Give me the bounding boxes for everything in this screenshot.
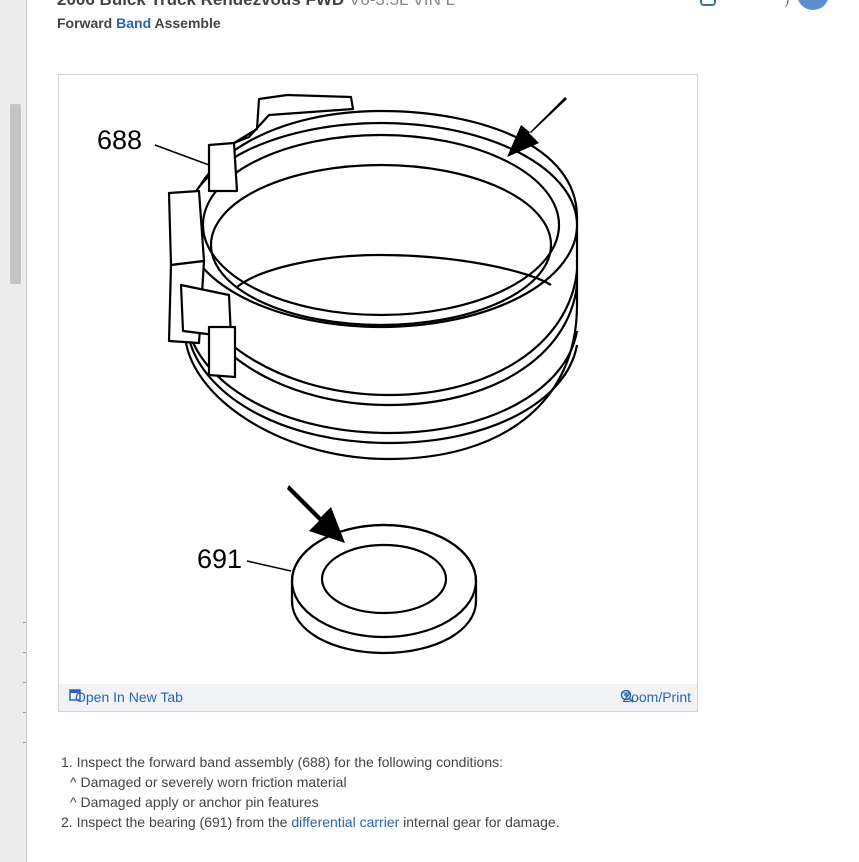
breadcrumb-text: Forward bbox=[57, 15, 117, 31]
step-1-condition-b: ^ Damaged apply or anchor pin features bbox=[70, 794, 319, 810]
callout-688: 688 bbox=[97, 125, 142, 155]
step-2: 2. Inspect the bearing (691) from the di… bbox=[61, 812, 560, 832]
divider bbox=[23, 712, 26, 713]
divider bbox=[23, 742, 26, 743]
vehicle-title: 2006 Buick Truck Rendezvous FWD bbox=[57, 0, 344, 9]
left-scroll-strip bbox=[0, 0, 27, 862]
breadcrumb-text-end: Assemble bbox=[151, 15, 221, 31]
band-bearing-diagram: 688 691 bbox=[97, 93, 579, 655]
open-in-new-tab-button[interactable]: Open In New Tab bbox=[69, 689, 183, 705]
open-in-new-tab-label: Open In New Tab bbox=[75, 689, 183, 705]
avatar[interactable] bbox=[797, 0, 829, 10]
breadcrumb-link-band[interactable]: Band bbox=[116, 15, 152, 31]
page-title: 2006 Buick Truck Rendezvous FWD V6-3.5L … bbox=[57, 0, 455, 10]
breadcrumb: Forward Band Assemble bbox=[57, 15, 221, 31]
bookmark-icon[interactable] bbox=[700, 0, 716, 6]
step-2-text: 2. Inspect the bearing (691) from the bbox=[61, 814, 292, 830]
callout-691: 691 bbox=[197, 544, 242, 574]
zoom-print-label: Zoom/Print bbox=[622, 689, 691, 705]
step-2-text-end: internal gear for damage. bbox=[399, 814, 560, 830]
diagram-figure: 688 691 Open In New Tab Zoom/Print bbox=[58, 74, 698, 712]
divider bbox=[23, 622, 26, 623]
divider bbox=[23, 682, 26, 683]
menu-icon[interactable]: ) bbox=[785, 0, 789, 7]
vehicle-engine: V6-3.5L VIN L bbox=[349, 0, 455, 9]
divider bbox=[23, 652, 26, 653]
differential-carrier-link[interactable]: differential carrier bbox=[291, 814, 400, 830]
step-1: 1. Inspect the forward band assembly (68… bbox=[61, 754, 504, 770]
zoom-print-button[interactable]: Zoom/Print bbox=[620, 689, 691, 705]
scrollbar-thumb[interactable] bbox=[10, 104, 21, 284]
figure-toolbar: Open In New Tab Zoom/Print bbox=[59, 684, 697, 711]
step-1-condition-a: ^ Damaged or severely worn friction mate… bbox=[70, 774, 347, 790]
inspection-steps: 1. Inspect the forward band assembly (68… bbox=[61, 752, 560, 832]
